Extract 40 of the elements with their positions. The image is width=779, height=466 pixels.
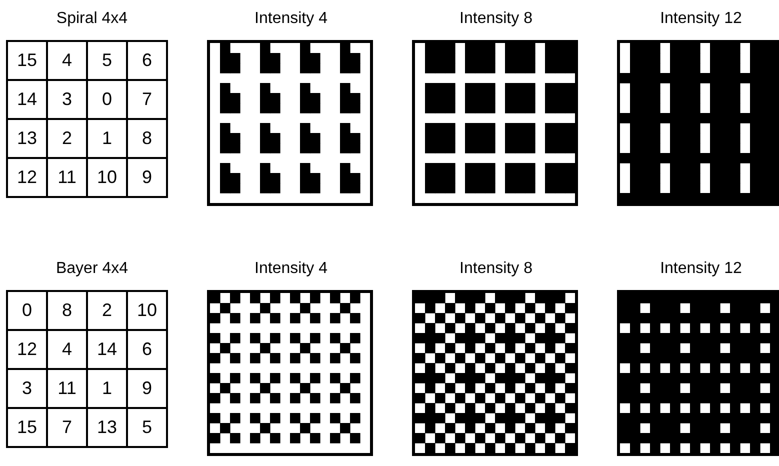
- matrix-cell: 10: [127, 291, 167, 330]
- matrix-cell: 13: [87, 408, 127, 447]
- matrix-cell: 1: [87, 119, 127, 158]
- matrix-cell: 2: [47, 119, 87, 158]
- panel-title: Intensity 4: [254, 10, 328, 28]
- matrix-cell: 0: [7, 291, 47, 330]
- matrix-cell: 8: [47, 291, 87, 330]
- panel-title: Intensity 12: [659, 260, 743, 278]
- matrix-cell: 6: [127, 41, 167, 80]
- matrix-cell: 5: [127, 408, 167, 447]
- matrix-cell: 15: [7, 408, 47, 447]
- matrix-cell: 5: [87, 41, 127, 80]
- panel-title: Bayer 4x4: [54, 260, 130, 278]
- matrix-cell: 4: [47, 330, 87, 369]
- matrix-cell: 11: [47, 158, 87, 197]
- panel-title: Intensity 12: [659, 10, 743, 28]
- matrix-cell: 14: [7, 80, 47, 119]
- matrix-cell: 4: [47, 41, 87, 80]
- matrix-cell: 12: [7, 330, 47, 369]
- matrix-cell: 1: [87, 369, 127, 408]
- matrix-cell: 8: [127, 119, 167, 158]
- panel-title: Spiral 4x4: [55, 10, 129, 28]
- matrix-cell: 3: [7, 369, 47, 408]
- matrix-cell: 12: [7, 158, 47, 197]
- panel-title: Intensity 4: [254, 260, 328, 278]
- matrix-cell: 2: [87, 291, 127, 330]
- matrix-cell: 6: [127, 330, 167, 369]
- matrix-cell: 11: [47, 369, 87, 408]
- panel-title: Intensity 8: [458, 10, 534, 28]
- matrix-cell: 10: [87, 158, 127, 197]
- matrix-cell: 0: [87, 80, 127, 119]
- matrix-cell: 15: [7, 41, 47, 80]
- matrix-cell: 3: [47, 80, 87, 119]
- matrix-cell: 9: [127, 158, 167, 197]
- matrix-cell: 13: [7, 119, 47, 158]
- matrix-cell: 7: [127, 80, 167, 119]
- matrix-cell: 9: [127, 369, 167, 408]
- matrix-cell: 14: [87, 330, 127, 369]
- panel-title: Intensity 8: [458, 260, 534, 278]
- matrix-cell: 7: [47, 408, 87, 447]
